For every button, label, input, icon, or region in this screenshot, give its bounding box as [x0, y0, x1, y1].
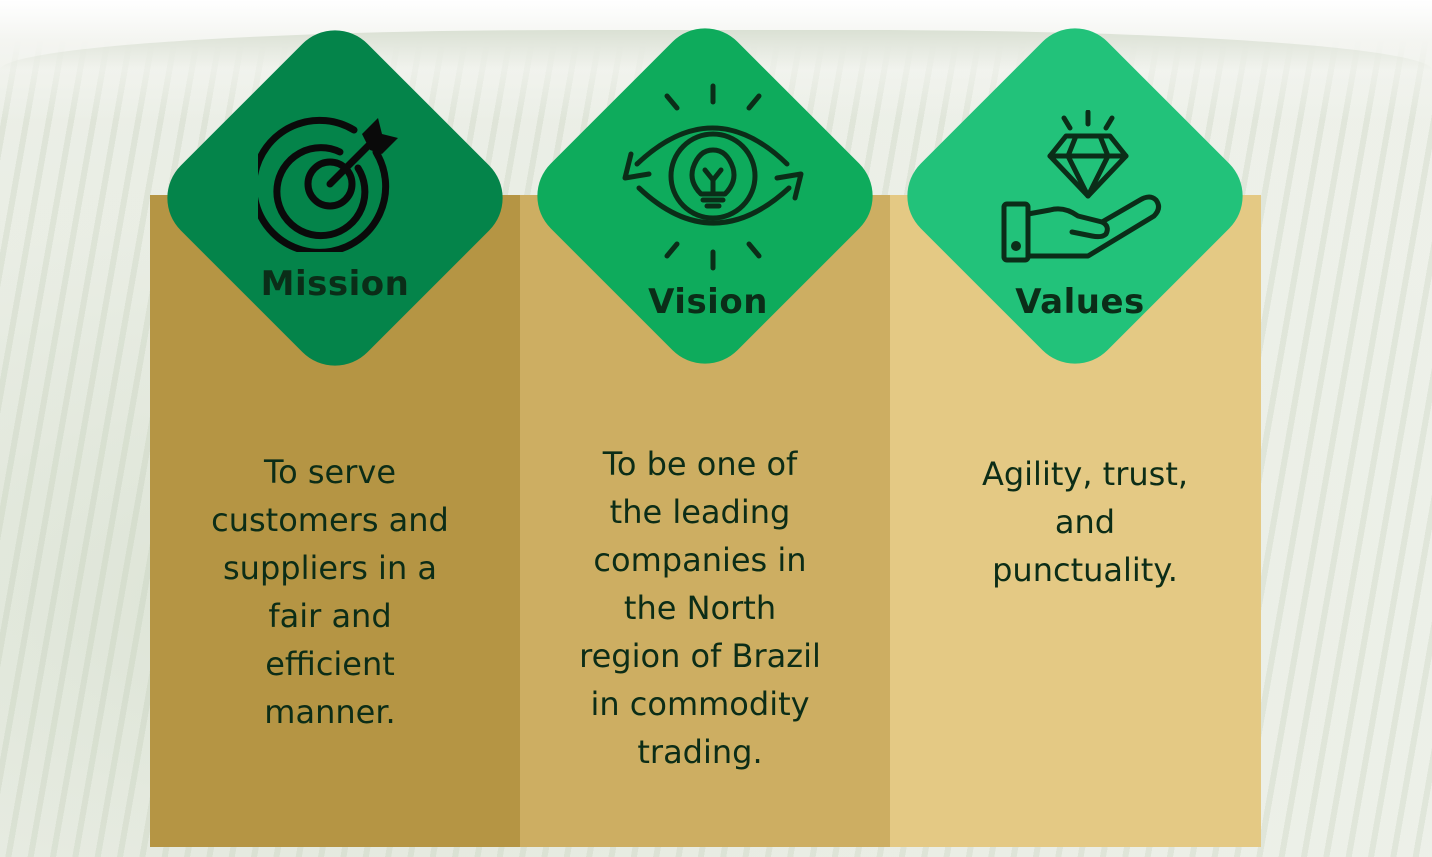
eye-lightbulb-icon: [622, 83, 804, 271]
mission-heading: Mission: [260, 264, 410, 304]
mission-line: To serve: [264, 453, 396, 491]
values-line: punctuality.: [992, 551, 1178, 589]
vision-line: trading.: [637, 733, 763, 771]
values-line: Agility, trust,: [981, 455, 1189, 493]
mission-line: fair and: [268, 597, 392, 635]
vision-line: in commodity: [590, 685, 810, 723]
mission-line: manner.: [264, 693, 396, 731]
vision-line: To be one of: [602, 445, 798, 483]
vision-line: companies in: [593, 541, 807, 579]
hand-diamond-icon: [1001, 110, 1162, 263]
values-statement: Agility, trust, and punctuality.: [930, 450, 1240, 594]
vision-line: region of Brazil: [579, 637, 821, 675]
vision-line: the leading: [609, 493, 791, 531]
vision-line: the North: [623, 589, 777, 627]
mission-line: suppliers in a: [223, 549, 437, 587]
target-arrow-icon: [258, 116, 398, 252]
vision-heading: Vision: [648, 282, 768, 322]
mission-line: efficient: [265, 645, 395, 683]
mission-statement: To serve customers and suppliers in a fa…: [175, 448, 485, 736]
mission-line: customers and: [211, 501, 449, 539]
values-line: and: [1054, 503, 1116, 541]
values-heading: Values: [1015, 282, 1145, 322]
vision-statement: To be one of the leading companies in th…: [545, 440, 855, 776]
